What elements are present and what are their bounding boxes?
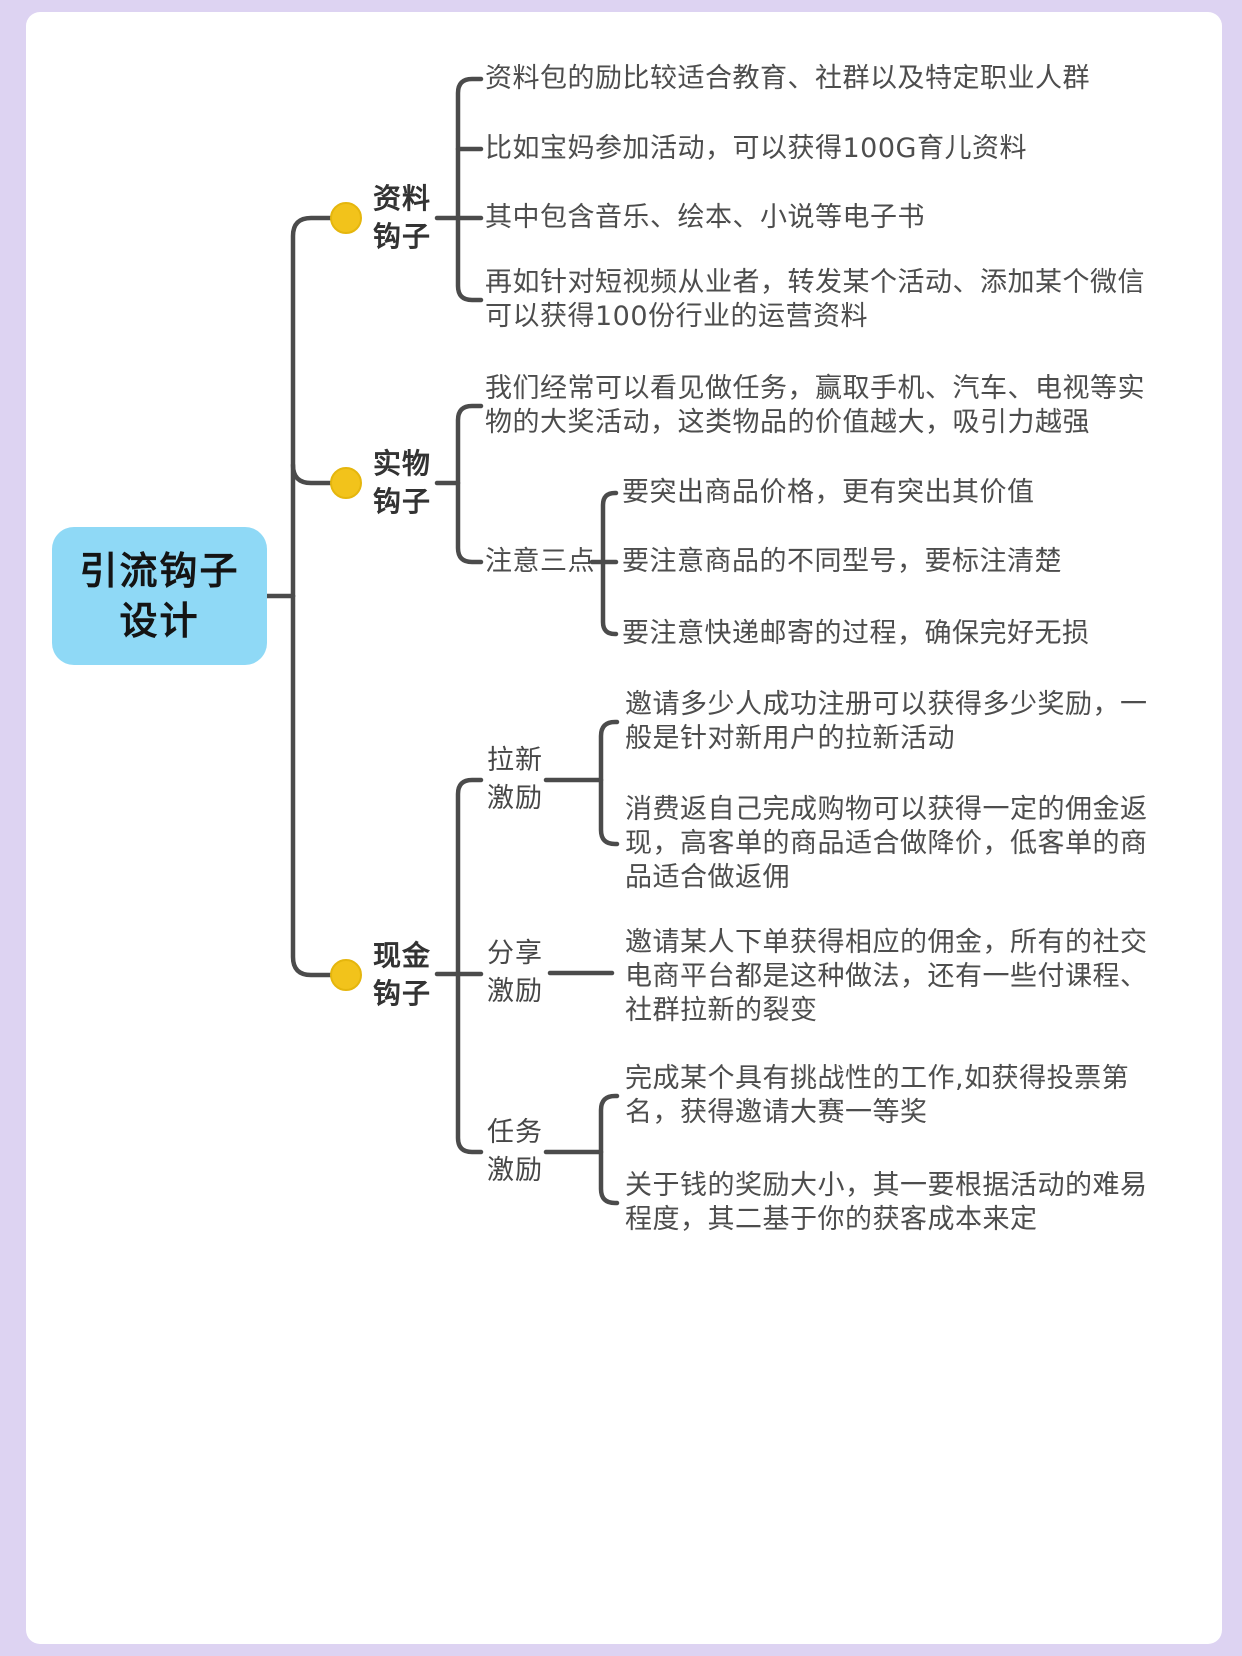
topic-node[interactable]: 资料包的励比较适合教育、社群以及特定职业人群 <box>485 63 1090 94</box>
branch-label-xianjin[interactable]: 现金 钩子 <box>373 939 432 1010</box>
topic-node-note[interactable]: 注意三点 <box>485 546 595 577</box>
branch-label-ziliao[interactable]: 资料 钩子 <box>373 182 432 253</box>
root-node[interactable]: 引流钩子 设计 <box>52 527 267 665</box>
mindmap-page <box>26 12 1222 1644</box>
topic-node[interactable]: 其中包含音乐、绘本、小说等电子书 <box>485 202 925 233</box>
topic-node[interactable]: 比如宝妈参加活动，可以获得100G育儿资料 <box>485 133 1027 164</box>
subtopic-label-renwu[interactable]: 任务 激励 <box>487 1117 543 1186</box>
topic-node[interactable]: 邀请多少人成功注册可以获得多少奖励，一 般是针对新用户的拉新活动 <box>625 689 1148 754</box>
subtopic-label-fenxiang[interactable]: 分享 激励 <box>487 938 543 1007</box>
topic-node[interactable]: 要注意商品的不同型号，要标注清楚 <box>622 546 1062 577</box>
topic-node[interactable]: 邀请某人下单获得相应的佣金，所有的社交 电商平台都是这种做法，还有一些付课程、 … <box>625 927 1148 1026</box>
topic-node[interactable]: 要突出商品价格，更有突出其价值 <box>622 477 1035 508</box>
topic-node[interactable]: 完成某个具有挑战性的工作,如获得投票第 名，获得邀请大赛一等奖 <box>625 1063 1130 1128</box>
topic-node[interactable]: 关于钱的奖励大小，其一要根据活动的难易 程度，其二基于你的获客成本来定 <box>625 1170 1148 1235</box>
topic-node[interactable]: 消费返自己完成购物可以获得一定的佣金返 现，高客单的商品适合做降价，低客单的商 … <box>625 794 1148 893</box>
topic-node[interactable]: 再如针对短视频从业者，转发某个活动、添加某个微信 可以获得100份行业的运营资料 <box>485 267 1145 332</box>
subtopic-label-laxin[interactable]: 拉新 激励 <box>487 745 543 814</box>
topic-node[interactable]: 要注意快递邮寄的过程，确保完好无损 <box>622 618 1090 649</box>
branch-label-shiwu[interactable]: 实物 钩子 <box>373 447 432 518</box>
topic-node[interactable]: 我们经常可以看见做任务，赢取手机、汽车、电视等实 物的大奖活动，这类物品的价值越… <box>485 373 1145 438</box>
